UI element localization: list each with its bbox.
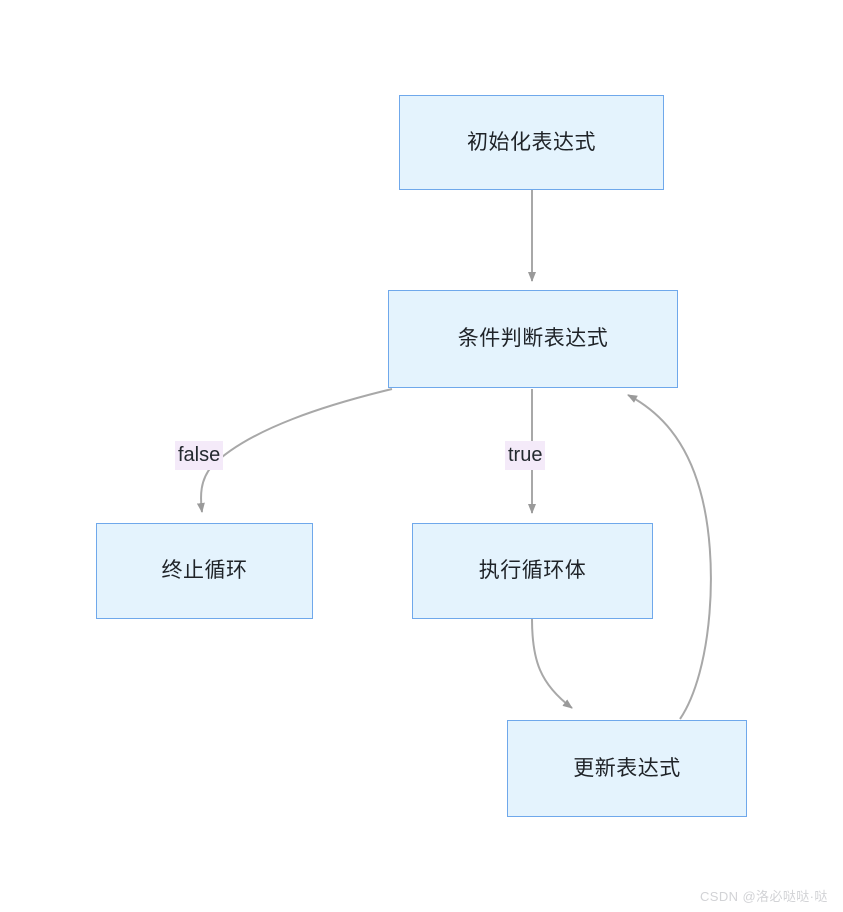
node-init-label: 初始化表达式 <box>467 130 596 154</box>
node-terminate-label: 终止循环 <box>161 559 248 583</box>
csdn-watermark: CSDN @洛必哒哒·哒 <box>700 889 828 904</box>
edge-label-true: true <box>505 441 546 470</box>
node-terminate[interactable]: 终止循环 <box>96 523 313 619</box>
node-condition[interactable]: 条件判断表达式 <box>388 290 678 388</box>
edge-update-to-condition <box>627 394 712 720</box>
node-body[interactable]: 执行循环体 <box>412 523 653 619</box>
node-condition-label: 条件判断表达式 <box>457 327 609 351</box>
edge-label-false: false <box>175 441 224 470</box>
edge-condition-to-terminate <box>196 388 393 513</box>
node-init[interactable]: 初始化表达式 <box>399 95 664 190</box>
node-update[interactable]: 更新表达式 <box>507 720 747 817</box>
node-body-label: 执行循环体 <box>478 559 587 583</box>
edge-body-to-update <box>531 618 573 709</box>
node-update-label: 更新表达式 <box>573 756 681 780</box>
